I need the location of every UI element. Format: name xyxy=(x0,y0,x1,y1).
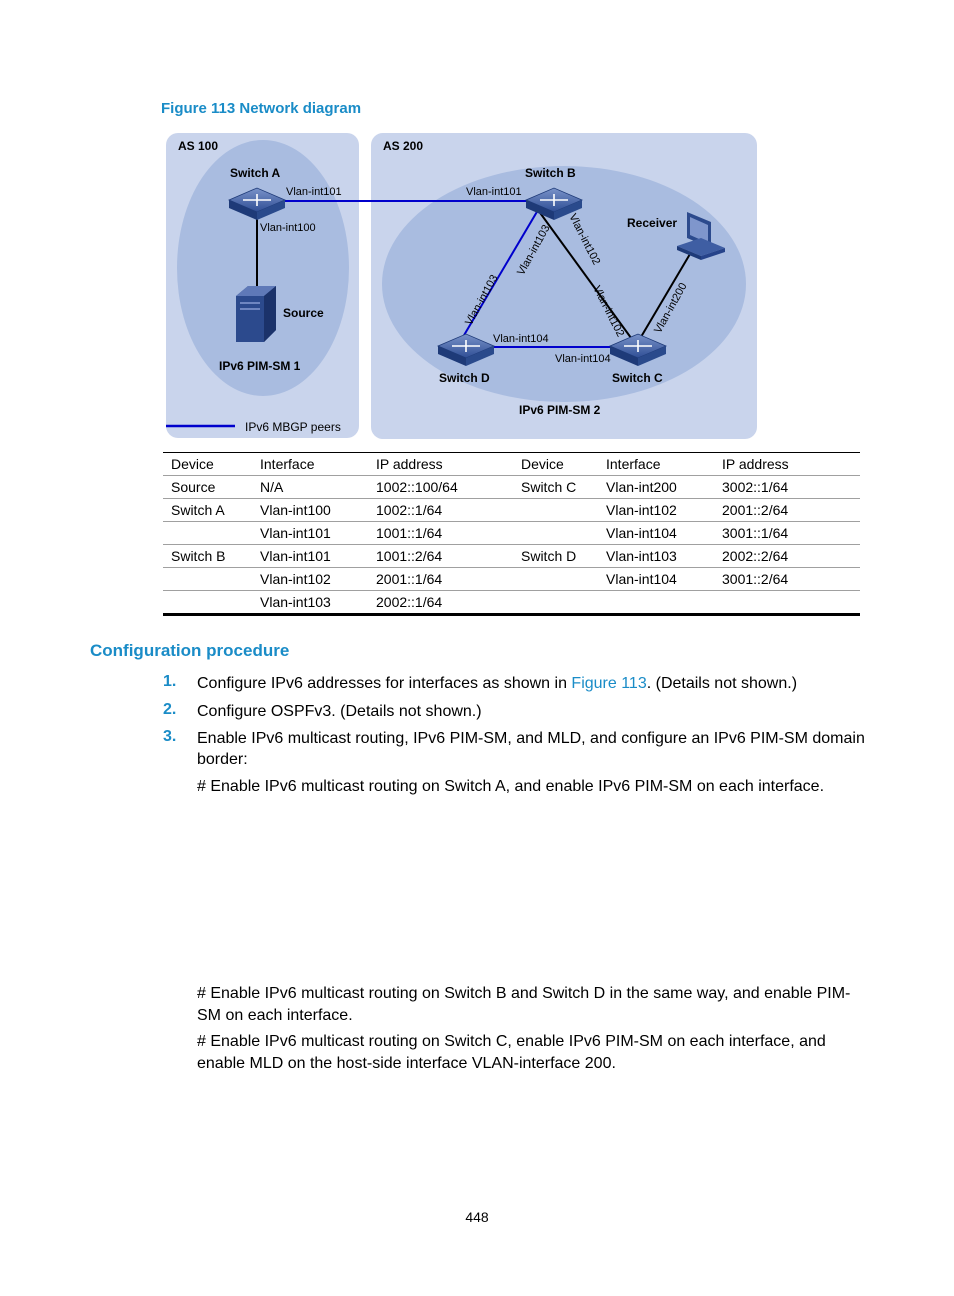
table-cell: Switch D xyxy=(513,545,598,568)
table-cell: Vlan-int103 xyxy=(598,545,714,568)
table-cell: 1001::2/64 xyxy=(368,545,513,568)
table-cell: Vlan-int102 xyxy=(598,499,714,522)
paragraph-switch-c: # Enable IPv6 multicast routing on Switc… xyxy=(197,1031,867,1075)
switch-b-label: Switch B xyxy=(525,166,576,180)
table-cell xyxy=(163,591,252,615)
network-diagram: AS 100 AS 200 xyxy=(160,128,760,448)
switch-a-label: Switch A xyxy=(230,166,281,180)
table-cell: Vlan-int103 xyxy=(252,591,368,615)
table-cell: 1002::1/64 xyxy=(368,499,513,522)
table-cell xyxy=(513,591,598,615)
table-cell: 2001::1/64 xyxy=(368,568,513,591)
table-cell: 2002::2/64 xyxy=(714,545,860,568)
if-d104-label: Vlan-int104 xyxy=(493,333,549,345)
table-cell xyxy=(714,591,860,615)
table-cell: 2002::1/64 xyxy=(368,591,513,615)
table-cell: 1001::1/64 xyxy=(368,522,513,545)
step-number: 3. xyxy=(163,728,176,746)
receiver-label: Receiver xyxy=(627,216,677,230)
table-cell xyxy=(513,522,598,545)
table-header-cell: Interface xyxy=(598,453,714,476)
table-cell: Vlan-int102 xyxy=(252,568,368,591)
table-header-cell: Device xyxy=(163,453,252,476)
figure-113-link[interactable]: Figure 113 xyxy=(571,675,646,692)
as200-label: AS 200 xyxy=(383,139,423,153)
step-number: 1. xyxy=(163,673,176,691)
section-title: Configuration procedure xyxy=(90,641,289,661)
paragraph-switch-a: # Enable IPv6 multicast routing on Switc… xyxy=(197,776,867,798)
table-cell: Source xyxy=(163,476,252,499)
if-a100-label: Vlan-int100 xyxy=(260,222,316,234)
table-header-cell: Device xyxy=(513,453,598,476)
paragraph-switch-b-d: # Enable IPv6 multicast routing on Switc… xyxy=(197,983,867,1027)
table-header-cell: Interface xyxy=(252,453,368,476)
switch-d-label: Switch D xyxy=(439,371,490,385)
table-cell xyxy=(163,568,252,591)
page-number: 448 xyxy=(0,1209,954,1225)
table-cell: 2001::2/64 xyxy=(714,499,860,522)
pim-sm1-label: IPv6 PIM-SM 1 xyxy=(219,359,301,373)
legend-label: IPv6 MBGP peers xyxy=(245,420,341,434)
table-cell: Vlan-int104 xyxy=(598,522,714,545)
table-cell: 3002::1/64 xyxy=(714,476,860,499)
table-cell: N/A xyxy=(252,476,368,499)
table-cell: Vlan-int104 xyxy=(598,568,714,591)
switch-c-label: Switch C xyxy=(612,371,663,385)
pim-sm2-label: IPv6 PIM-SM 2 xyxy=(519,403,601,417)
table-cell: Switch B xyxy=(163,545,252,568)
step-number: 2. xyxy=(163,701,176,719)
figure-caption: Figure 113 Network diagram xyxy=(161,100,361,117)
table-cell: Vlan-int200 xyxy=(598,476,714,499)
table-cell: Vlan-int101 xyxy=(252,522,368,545)
table-cell: Vlan-int100 xyxy=(252,499,368,522)
table-header-cell: IP address xyxy=(714,453,860,476)
table-cell xyxy=(598,591,714,615)
source-label: Source xyxy=(283,306,324,320)
table-cell: Switch C xyxy=(513,476,598,499)
table-cell: 3001::2/64 xyxy=(714,568,860,591)
table-cell xyxy=(163,522,252,545)
if-a101-label: Vlan-int101 xyxy=(286,186,342,198)
table-cell xyxy=(513,499,598,522)
if-c104-label: Vlan-int104 xyxy=(555,353,611,365)
source-server-icon xyxy=(236,286,276,342)
table-cell: 1002::100/64 xyxy=(368,476,513,499)
table-header-cell: IP address xyxy=(368,453,513,476)
if-b101-label: Vlan-int101 xyxy=(466,186,522,198)
table-cell: 3001::1/64 xyxy=(714,522,860,545)
table-cell xyxy=(513,568,598,591)
table-cell: Vlan-int101 xyxy=(252,545,368,568)
as100-label: AS 100 xyxy=(178,139,218,153)
table-cell: Switch A xyxy=(163,499,252,522)
